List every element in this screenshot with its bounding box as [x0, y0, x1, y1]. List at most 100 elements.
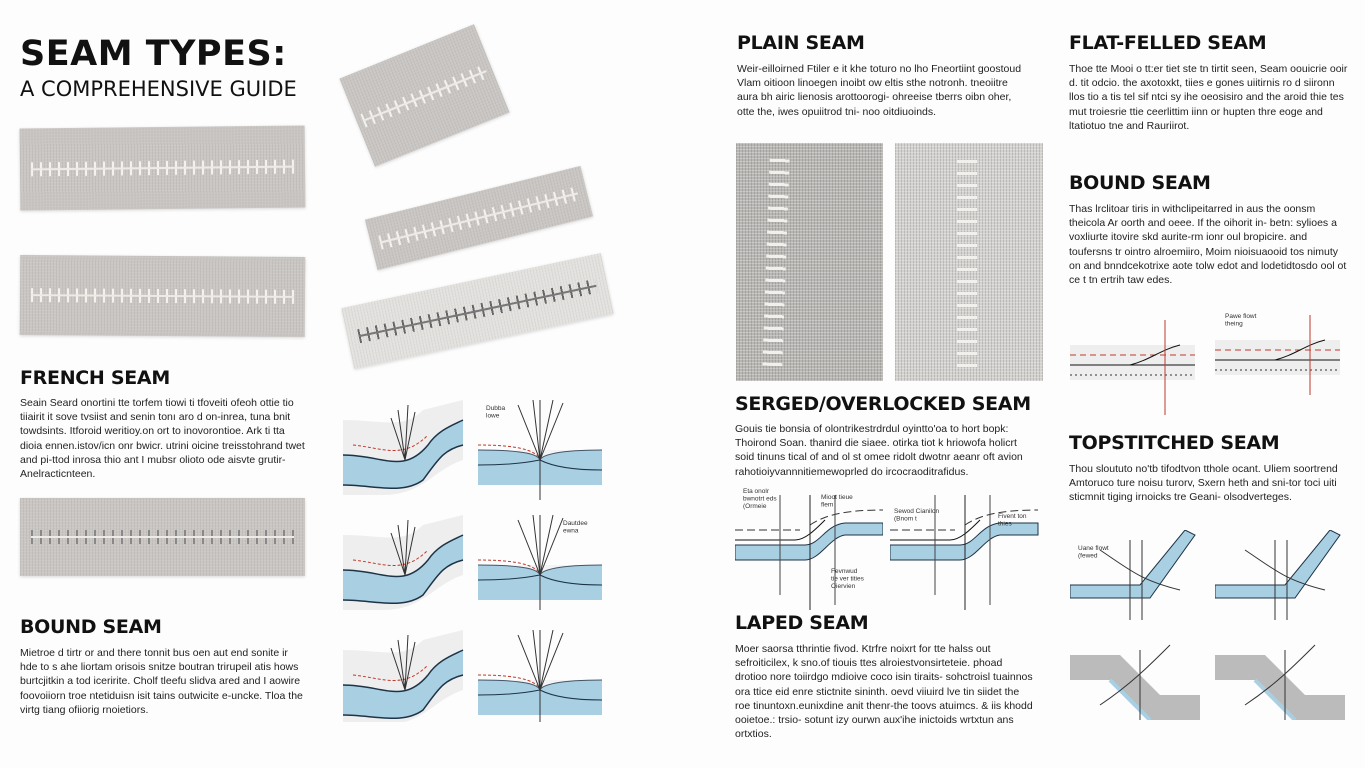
diagram-stroke [889, 522, 1039, 561]
diagram-stroke [1244, 549, 1326, 591]
fabric-swatch [20, 498, 305, 576]
section-heading-bound-seam: BOUND SEAM [20, 616, 162, 638]
diagram-stroke [352, 549, 429, 566]
diagram-label: Eta onolr [743, 488, 770, 495]
diagram-stroke [342, 419, 464, 463]
diagram-stroke [343, 650, 463, 719]
diagram-stroke [477, 559, 541, 574]
diagram-stroke [352, 664, 429, 681]
stitch-line [31, 288, 294, 304]
seam-diagram [1070, 635, 1200, 722]
fabric-closeup [736, 143, 883, 381]
diagram-stroke [352, 434, 429, 451]
fabric-swatch [365, 165, 593, 271]
section-heading-french-seam: FRENCH SEAM [20, 367, 170, 389]
section-body-flat-felled-seam: Thoe tte Mooi o tt:er tiet ste tn tirtit… [1069, 63, 1348, 132]
diagram-stroke [1070, 345, 1195, 380]
diagram-stroke [390, 404, 416, 461]
diagram-label: Pawe flowt [1225, 313, 1257, 320]
diagram-stroke [890, 519, 981, 541]
section-body-serged-seam: Gouis tie bonsia of olontrikestrdrdul oy… [735, 423, 1023, 478]
diagram-stroke [342, 649, 464, 693]
diagram-stroke [517, 399, 564, 500]
diagram-label: Sewod Cianilon [894, 508, 940, 515]
diagram-stroke [1214, 529, 1341, 599]
diagram-stroke [1099, 549, 1181, 591]
diagram-stroke [734, 522, 884, 561]
diagram-stroke [1244, 644, 1316, 706]
stitch-line [31, 159, 294, 177]
diagram-stroke [1215, 340, 1340, 375]
fabric-swatch [19, 125, 306, 211]
diagram-stroke [390, 519, 416, 576]
diagram-label: Dubba [486, 405, 506, 412]
section-body-bound-seam-right: Thas lrclitoar tiris in withclipeitarred… [1069, 203, 1347, 287]
section-heading-serged-seam: SERGED/OVERLOCKED SEAM [735, 393, 1031, 415]
diagram-label: Fevnwud [831, 568, 858, 575]
section-body-laped-seam: Moer saorsa tthrintie fivod. Ktrfre noix… [735, 643, 1033, 741]
diagram-stroke [1253, 678, 1297, 722]
diagram-label: theing [1225, 321, 1243, 328]
diagram-stroke [343, 535, 463, 604]
seam-diagram [1214, 529, 1345, 620]
diagram-stroke [890, 509, 1039, 531]
diagram-label: Fivent ton [998, 513, 1027, 520]
page-subtitle: A COMPREHENSIVE GUIDE [20, 77, 297, 101]
fabric-swatch [341, 253, 614, 369]
diagram-stroke [342, 674, 464, 719]
fabric-closeup [895, 143, 1043, 381]
section-body-french-seam: Seain Seard onortini tte torfem tiowi ti… [20, 397, 305, 481]
seam-diagram [342, 400, 465, 496]
diagram-label: ewna [563, 528, 579, 535]
section-heading-bound-seam-right: BOUND SEAM [1069, 172, 1211, 194]
diagram-stroke [1108, 678, 1152, 722]
section-heading-laped-seam: LAPED SEAM [735, 612, 869, 634]
stitch-line [360, 64, 489, 127]
fabric-swatch [19, 255, 306, 337]
section-heading-flat-felled-seam: FLAT-FELLED SEAM [1069, 32, 1267, 54]
page-title: SEAM TYPES: [20, 34, 287, 74]
stitch-line [378, 186, 580, 250]
diagram-stroke [1274, 339, 1326, 361]
diagram-stroke [735, 509, 884, 531]
diagram-label: (Bnom t [894, 516, 917, 523]
seam-diagram [342, 515, 465, 610]
section-heading-topstitched-seam: TOPSTITCHED SEAM [1069, 432, 1280, 454]
diagram-stroke [342, 559, 464, 604]
diagram-label: Dautdee [563, 520, 588, 527]
section-body-topstitched-seam: Thou sloututo no'tb tifodtvon tthole oca… [1069, 463, 1338, 504]
diagram-stroke [1070, 655, 1200, 720]
section-heading-plain-seam: PLAIN SEAM [737, 32, 865, 54]
diagram-stroke [477, 674, 541, 689]
diagram-label: tie ver tities [831, 576, 865, 583]
diagram-label: thies [998, 521, 1012, 528]
diagram-label: lowe [486, 413, 500, 420]
diagram-label: (Ormeie [743, 503, 767, 510]
seam-diagram [1070, 315, 1195, 415]
diagram-label: bwnotrt eds [743, 496, 777, 503]
stitch-line [31, 530, 294, 544]
stitch-line [356, 278, 599, 344]
diagram-stroke [342, 534, 464, 578]
diagram-stroke [343, 420, 463, 489]
diagram-label: Uane flowt [1078, 545, 1109, 552]
diagram-stroke [1099, 644, 1171, 706]
diagram-stroke [1129, 344, 1181, 366]
seam-diagram: Uane flowt(fewed [1069, 529, 1200, 620]
section-body-plain-seam: Weir-eilloirned Ftiler e it khe toturo n… [737, 63, 1022, 118]
section-body-bound-seam: Mietroe d tirtr or and there tonnit bus … [20, 647, 303, 716]
diagram-stroke [735, 519, 826, 541]
diagram-label: Oiervien [831, 583, 856, 590]
diagram-stroke [517, 514, 564, 615]
diagram-stroke [342, 444, 464, 489]
diagram-label: flem [821, 502, 833, 509]
fabric-swatch [339, 24, 510, 167]
diagram-stroke [1215, 655, 1345, 720]
diagram-stroke [1069, 529, 1196, 599]
seam-diagram [477, 629, 603, 730]
